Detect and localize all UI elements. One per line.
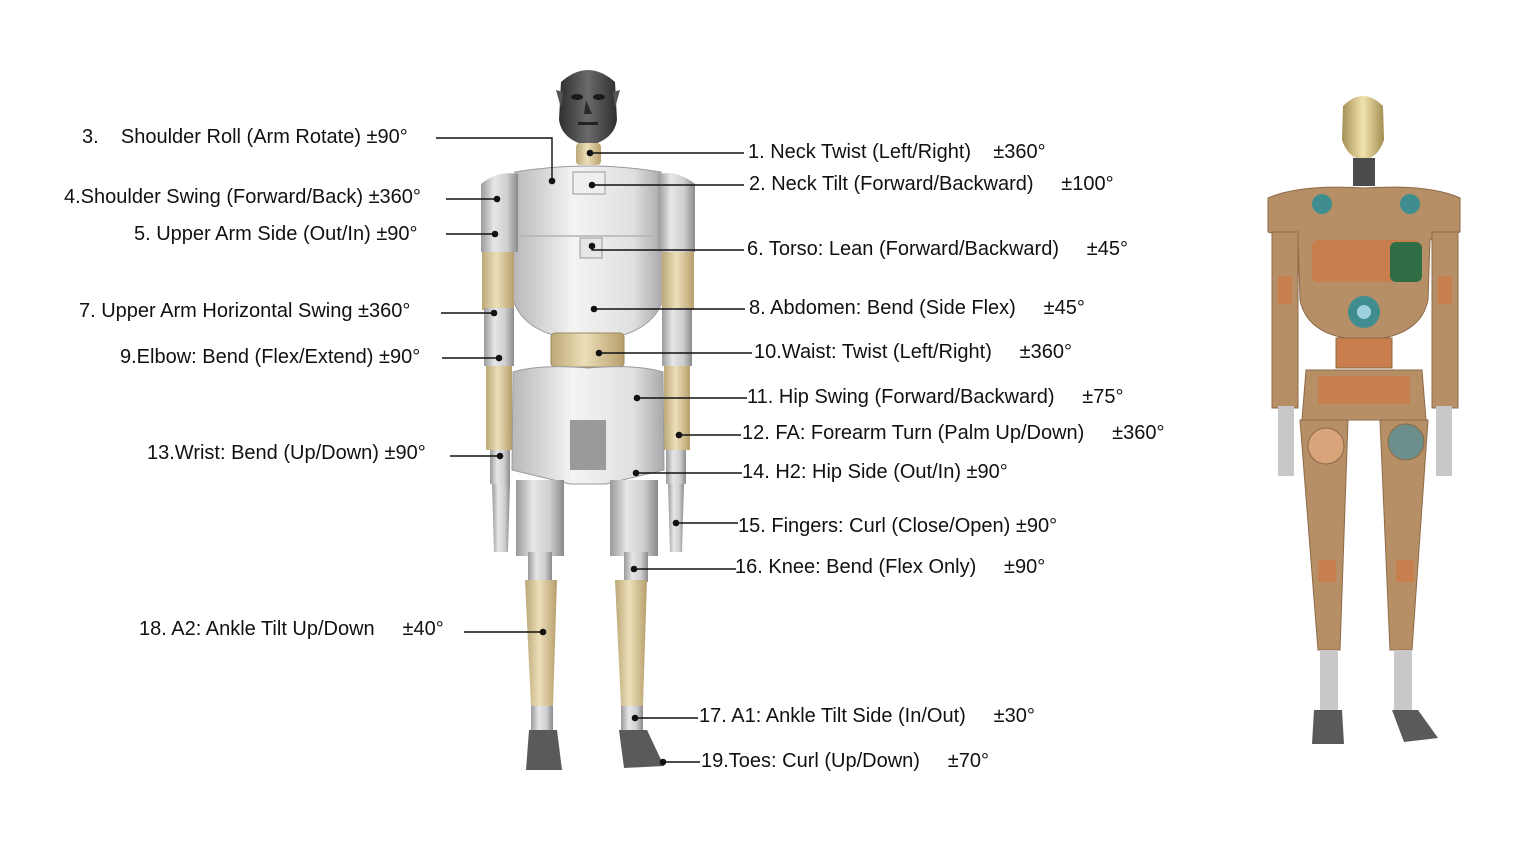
- robot-internal-head: [1342, 96, 1384, 160]
- robot-internal: [1267, 96, 1461, 744]
- robot-silver: [481, 70, 695, 770]
- joint-dots: [490, 149, 683, 766]
- leader-lines: [436, 137, 752, 763]
- robot-waist: [550, 332, 625, 368]
